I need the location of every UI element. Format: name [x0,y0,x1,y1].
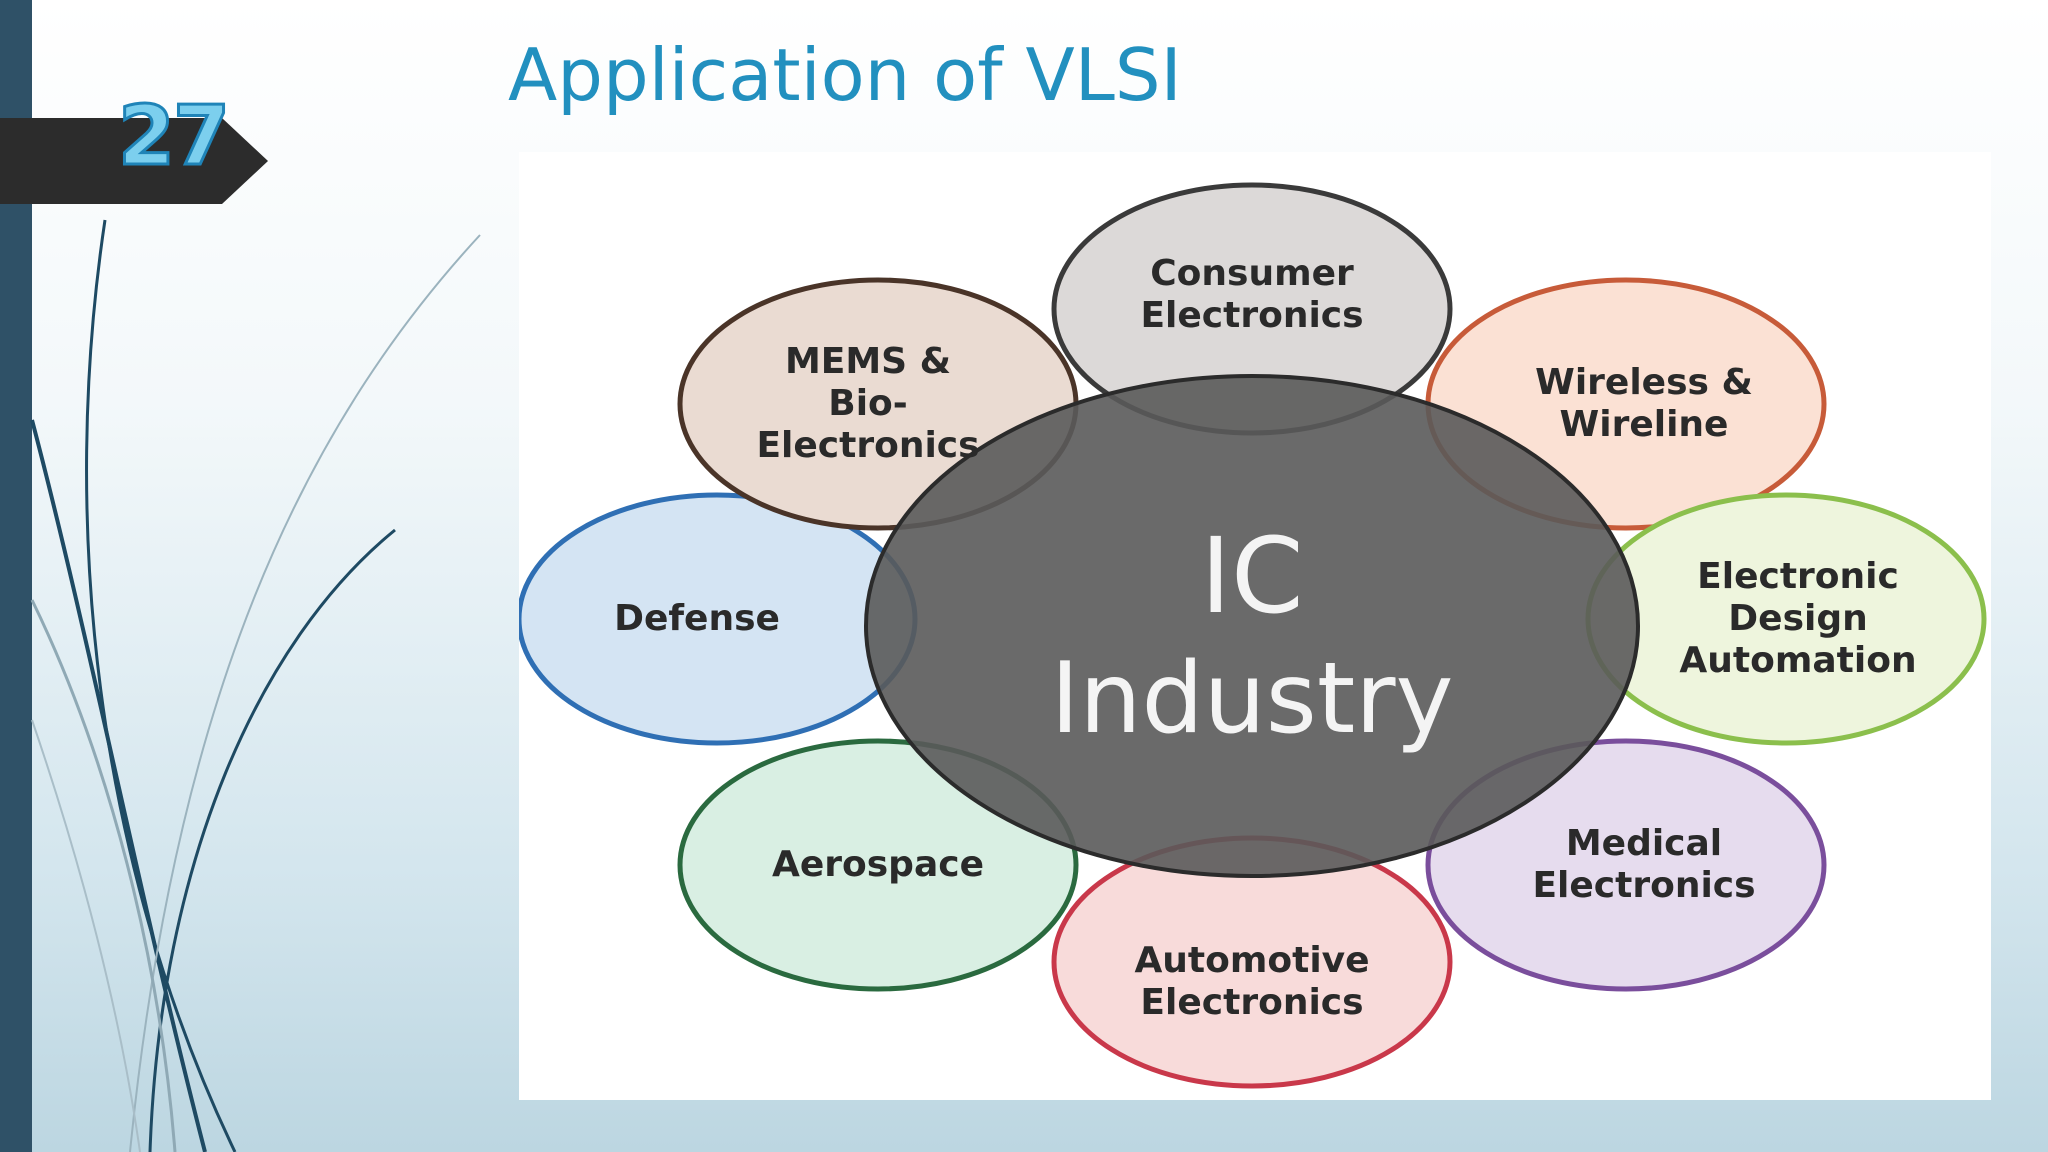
petal-label-line: Electronics [756,425,980,466]
petal-label-line: Design [1728,598,1868,639]
hub-label-line1: IC [1200,515,1304,637]
petal-label-line: Consumer [1150,253,1354,294]
petal-label-line: MEMS & [784,341,952,382]
decorative-curves [30,219,481,1152]
petal-label-line: Electronics [1532,865,1756,906]
hub-label-line2: Industry [1050,642,1454,756]
petal-label-line: Electronic [1697,556,1899,597]
petal-label-line: Wireless & [1535,362,1753,403]
petal-label-line: Medical [1565,823,1723,864]
slide-number-tag [0,118,268,204]
petal-label-aerospace: Aerospace [772,844,984,886]
slide-title: Application of VLSI [508,33,1182,117]
diagram-canvas [519,182,1987,1089]
petal-label-line: Electronics [1140,295,1364,336]
hub-circle [864,374,1640,878]
petal-label-line: Wireline [1559,404,1729,445]
petal-label-line: Bio- [828,383,908,424]
petal-label-line: Aerospace [771,844,985,885]
petal-label-line: Automation [1679,640,1917,681]
petal-label-line: Electronics [1140,982,1364,1023]
petal-label-mems: MEMS &Bio-Electronics [756,341,979,467]
petal-label-line: Defense [614,598,780,639]
petal-label-defense: Defense [614,598,780,640]
petal-label-wireless: Wireless &Wireline [1535,362,1753,446]
slide-number: 27 [117,89,232,184]
petal-label-line: Automotive [1134,940,1370,981]
